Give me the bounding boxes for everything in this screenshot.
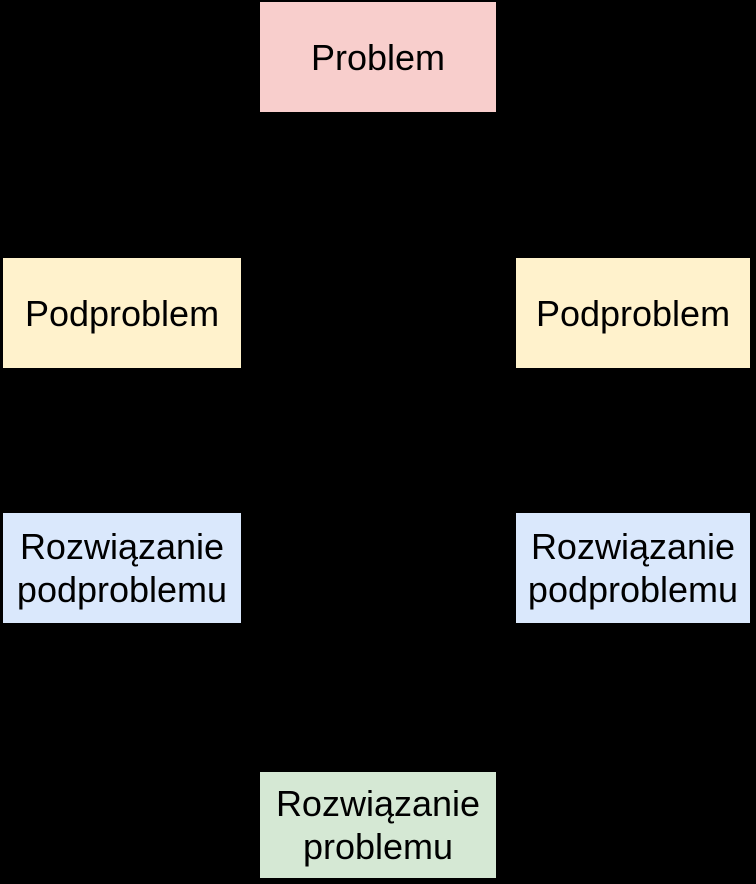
node-subproblem-solution-left-label-line2: podproblemu — [16, 569, 228, 610]
node-problem-solution-label-line2: problemu — [302, 826, 454, 867]
node-subproblem-left-label: Podproblem — [24, 292, 220, 334]
node-subproblem-right-label: Podproblem — [535, 292, 731, 334]
node-subproblem-left: Podproblem — [3, 258, 241, 368]
node-subproblem-solution-left-label-line1: Rozwiązanie — [19, 526, 225, 567]
node-subproblem-solution-right-label-line2: podproblemu — [527, 569, 739, 610]
node-subproblem-solution-left: Rozwiązanie podproblemu — [3, 513, 241, 623]
node-problem: Problem — [260, 2, 496, 112]
node-problem-label: Problem — [310, 36, 446, 78]
node-subproblem-solution-right: Rozwiązanie podproblemu — [516, 513, 750, 623]
node-problem-solution: Rozwiązanie problemu — [260, 772, 496, 878]
node-subproblem-right: Podproblem — [516, 258, 750, 368]
node-subproblem-solution-right-label-line1: Rozwiązanie — [530, 526, 736, 567]
node-problem-solution-label-line1: Rozwiązanie — [275, 783, 481, 824]
